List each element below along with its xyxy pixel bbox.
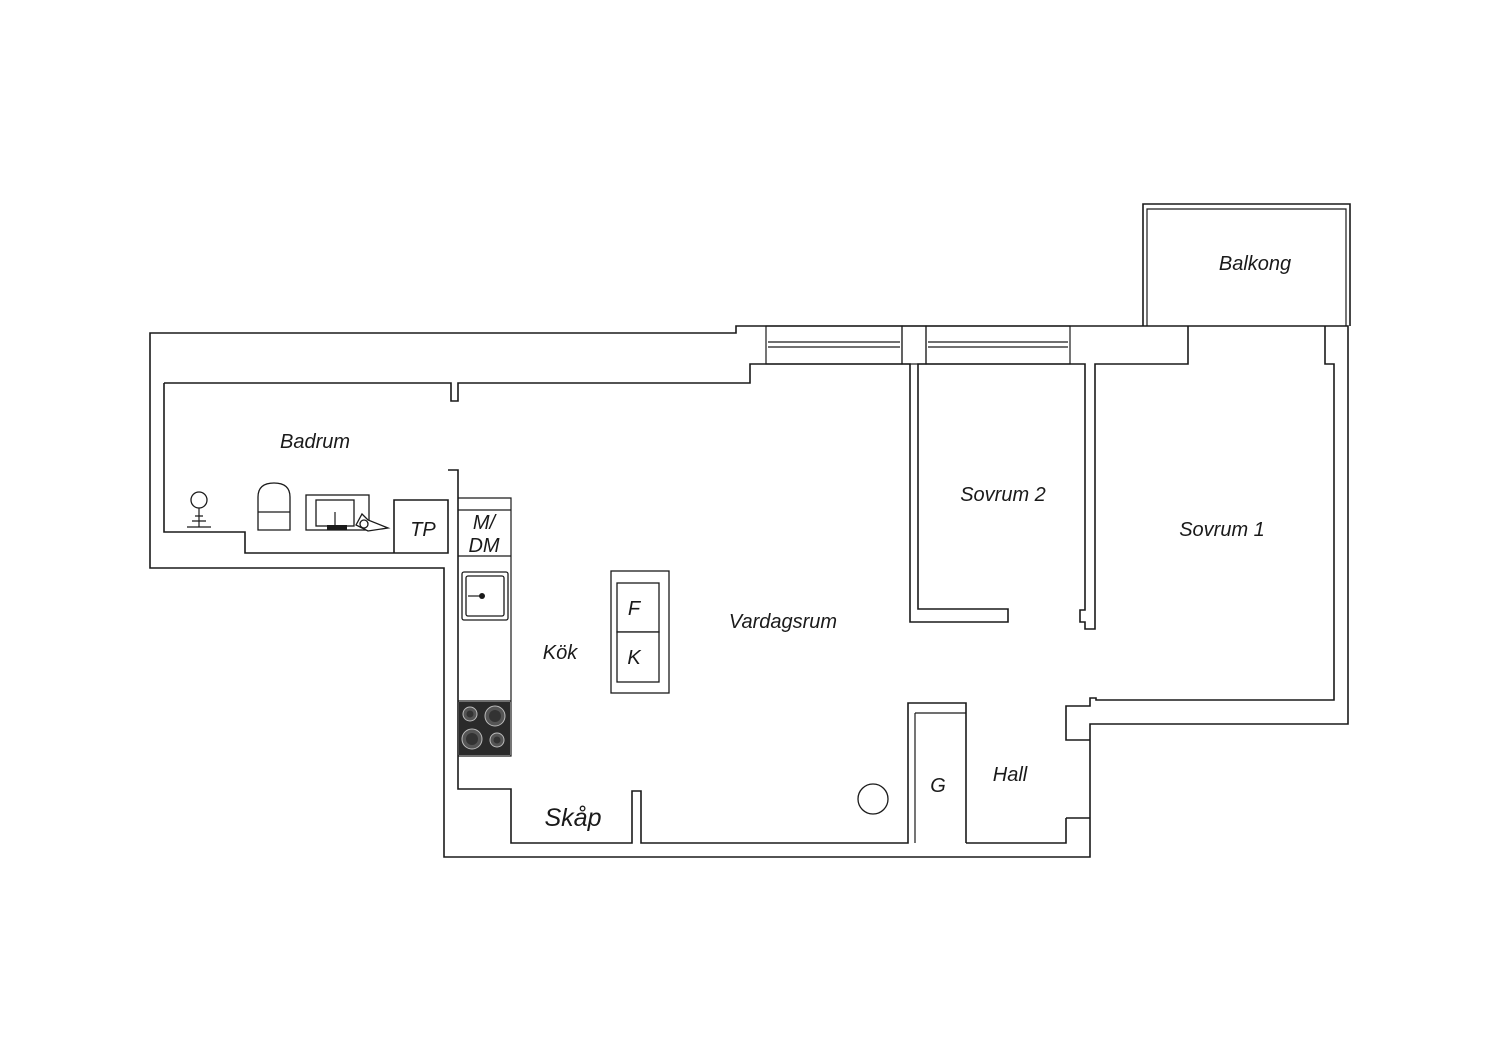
fixture-label-fridge: F (628, 598, 642, 620)
fixture-label-g: G (930, 775, 946, 797)
fixture-label-mdm-2: DM (468, 535, 499, 557)
toilet-icon (257, 482, 291, 531)
stove-icon (459, 702, 510, 755)
room-label-sovrum1: Sovrum 1 (1179, 519, 1265, 541)
room-label-vardagsrum: Vardagsrum (729, 611, 837, 633)
fixture-label-tp: TP (410, 519, 436, 541)
fridge-freezer-unit (610, 570, 670, 694)
fixture-label-skap: Skåp (545, 804, 602, 832)
fixture-label-freezer: K (627, 647, 642, 669)
bathroom-sink-icon (305, 494, 391, 532)
room-label-badrum: Badrum (280, 431, 350, 453)
sink-icon (461, 571, 509, 621)
room-label-sovrum2: Sovrum 2 (960, 484, 1046, 506)
windows (765, 325, 1071, 365)
room-label-kok: Kök (543, 642, 578, 664)
balcony (1142, 203, 1351, 326)
column-icon (857, 783, 889, 815)
room-label-hall: Hall (993, 764, 1028, 786)
outer-walls (149, 325, 1349, 858)
room-label-balkong: Balkong (1219, 253, 1291, 275)
shower-icon (187, 491, 211, 528)
fixture-label-mdm-1: M/ (473, 512, 498, 534)
